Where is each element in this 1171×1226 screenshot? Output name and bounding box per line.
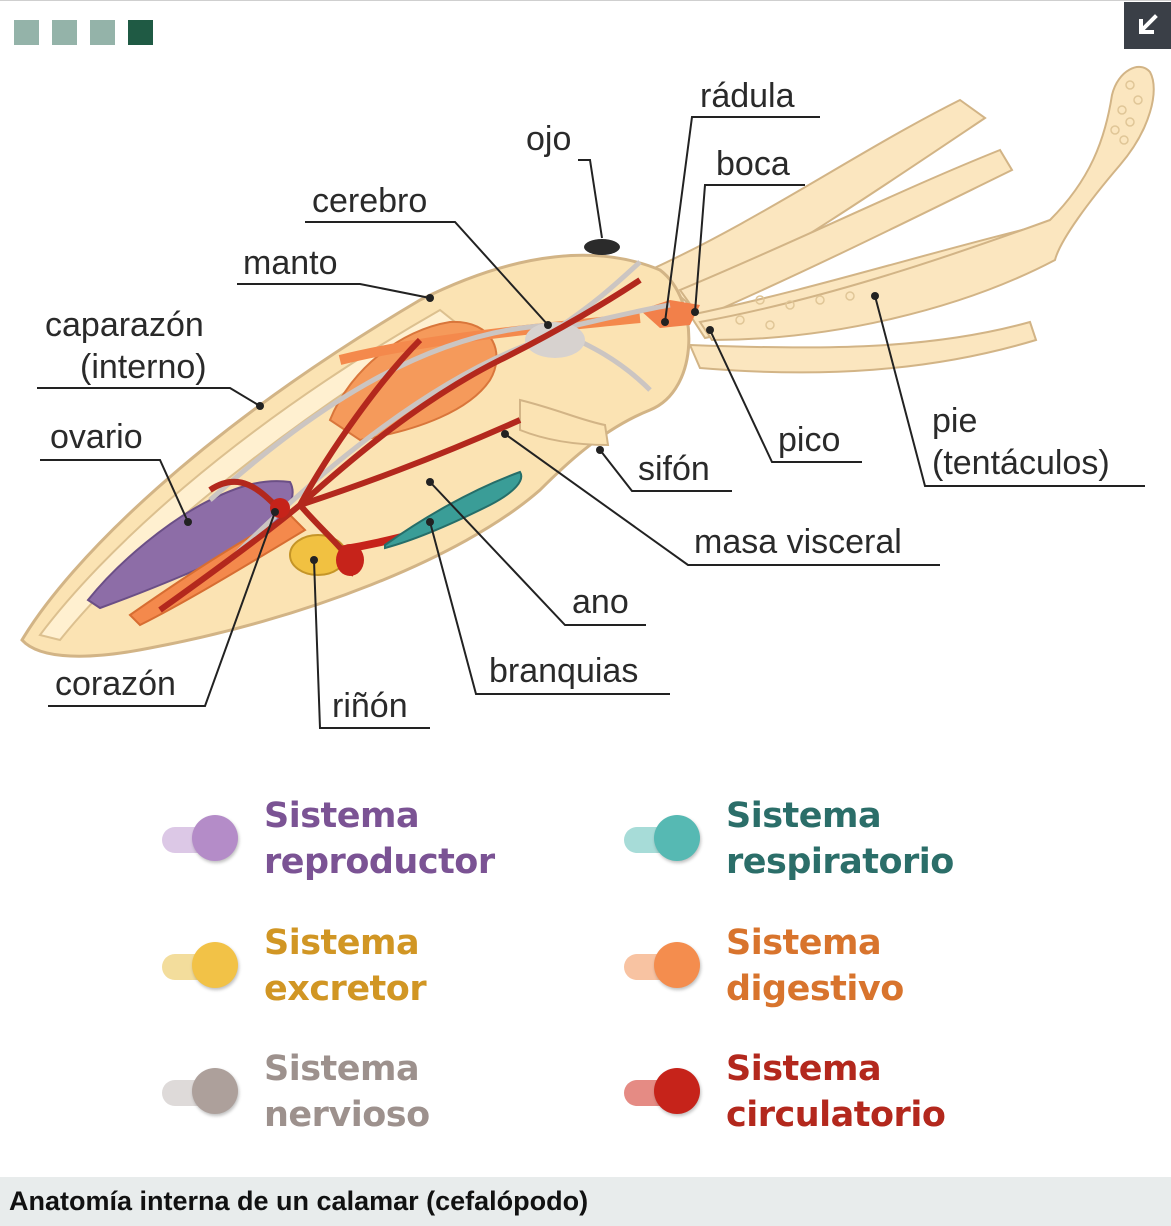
collapse-button[interactable] — [1124, 2, 1171, 49]
caption-text: Anatomía interna de un calamar (cefalópo… — [9, 1186, 589, 1216]
legend-digestive: Sistema digestivo — [624, 920, 904, 1012]
legend-respiratory: Sistema respiratorio — [624, 793, 954, 885]
pager-dot-4[interactable] — [128, 20, 153, 45]
gill-heart — [336, 544, 364, 576]
top-border — [0, 0, 1171, 1]
toggle-knob — [192, 942, 238, 988]
label-pie-line1: pie — [932, 402, 977, 440]
legend-label-digestive: Sistema digestivo — [726, 923, 904, 1009]
label-caparazon-line1: caparazón — [45, 306, 204, 344]
toggle-knob — [192, 815, 238, 861]
toggle-nervous[interactable] — [162, 1068, 238, 1116]
gills — [384, 470, 523, 550]
legend-label-circulatory: Sistema circulatorio — [726, 1049, 946, 1135]
label-radula: rádula — [700, 77, 795, 115]
brain — [525, 322, 585, 358]
label-branquias: branquias — [489, 652, 638, 690]
ovary — [86, 480, 294, 610]
arrow-down-left-icon — [1138, 13, 1158, 34]
label-ano: ano — [572, 583, 629, 621]
legend-reproductive: Sistema reproductor — [162, 793, 495, 885]
legend-circulatory: Sistema circulatorio — [624, 1046, 946, 1138]
toggle-circulatory[interactable] — [624, 1068, 700, 1116]
toggle-respiratory[interactable] — [624, 815, 700, 863]
legend-label-excretory: Sistema excretor — [264, 923, 427, 1009]
label-ovario: ovario — [50, 418, 143, 456]
label-boca: boca — [716, 145, 790, 183]
pager-dot-2[interactable] — [52, 20, 77, 45]
pager-dot-3[interactable] — [90, 20, 115, 45]
siphon — [519, 398, 610, 447]
toggle-excretory[interactable] — [162, 942, 238, 990]
leader-lines — [37, 116, 1145, 729]
toggle-reproductive[interactable] — [162, 815, 238, 863]
label-masa-visceral: masa visceral — [694, 523, 902, 561]
pager-dot-1[interactable] — [14, 20, 39, 45]
label-sifon: sifón — [638, 450, 710, 488]
slide-pager — [14, 20, 153, 45]
suckers — [735, 80, 1143, 330]
legend-nervous: Sistema nervioso — [162, 1046, 430, 1138]
toggle-digestive[interactable] — [624, 942, 700, 990]
legend-label-reproductive: Sistema reproductor — [264, 796, 495, 882]
toggle-knob — [654, 1068, 700, 1114]
label-ojo: ojo — [526, 120, 571, 158]
tentacles — [648, 66, 1155, 374]
legend-label-respiratory: Sistema respiratorio — [726, 796, 954, 882]
label-pico: pico — [778, 421, 840, 459]
toggle-knob — [654, 942, 700, 988]
toggle-knob — [654, 815, 700, 861]
label-rinon: riñón — [332, 687, 408, 725]
legend-excretory: Sistema excretor — [162, 920, 427, 1012]
eye — [584, 239, 620, 255]
squid-anatomy-diagram: rádula ojo boca cerebro manto caparazón … — [20, 66, 1155, 729]
label-caparazon-line2: (interno) — [80, 348, 207, 386]
label-corazon: corazón — [55, 665, 176, 703]
figure-caption: Anatomía interna de un calamar (cefalópo… — [0, 1177, 1171, 1226]
toggle-knob — [192, 1068, 238, 1114]
circulatory-system — [158, 277, 642, 613]
legend-label-nervous: Sistema nervioso — [264, 1049, 430, 1135]
label-manto: manto — [243, 244, 338, 282]
leader-dots — [184, 292, 879, 564]
label-pie-line2: (tentáculos) — [932, 444, 1110, 482]
label-cerebro: cerebro — [312, 182, 427, 220]
